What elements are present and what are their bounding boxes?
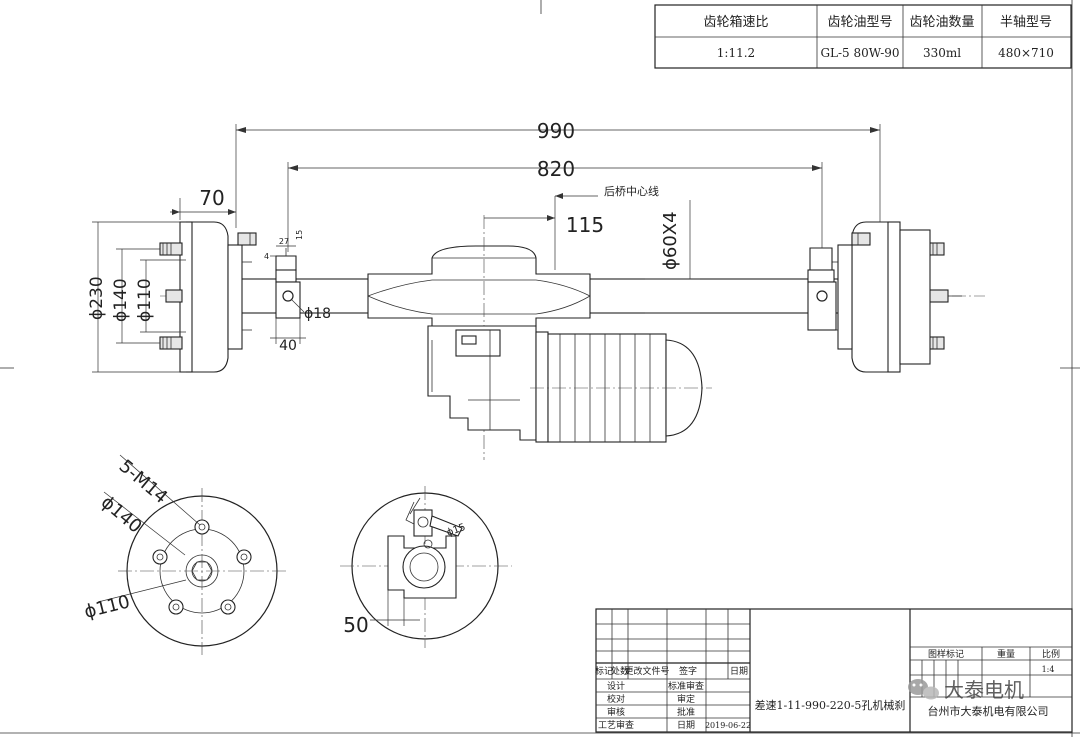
tb-label-mark: 标记 <box>595 665 613 677</box>
tb-drawing-name: 差速1-11-990-220-5孔机械刹 <box>755 698 906 712</box>
dim-70: 70 <box>170 186 236 220</box>
tb-approve-final: 审定 <box>677 693 695 705</box>
watermark: 大泰电机 <box>908 678 1024 702</box>
spec-header-oil-type: 齿轮油型号 <box>827 15 892 30</box>
hub-bolt-group <box>152 519 252 615</box>
tb-standard: 标准审查 <box>668 680 704 692</box>
small-dim-27: 27 <box>279 237 289 246</box>
dim-990-label: 990 <box>537 119 575 143</box>
tb-label-change: 更改文件号 <box>624 665 669 677</box>
tb-pattern-mark: 图样标记 <box>928 648 964 660</box>
dim-40: 40 <box>270 318 306 354</box>
tb-process: 工艺审查 <box>598 719 634 731</box>
hub-dia-140-label: ϕ140 <box>111 278 131 322</box>
gearbox <box>427 325 537 441</box>
tb-scale-value: 1:4 <box>1042 665 1055 674</box>
small-dim-15: 15 <box>295 230 304 240</box>
hub-dia-230-label: ϕ230 <box>87 276 107 320</box>
dim-115: 115 后桥中心线 <box>484 184 659 270</box>
spec-header-ratio: 齿轮箱速比 <box>703 14 768 30</box>
tb-date-value: 2019-06-22 <box>705 721 751 730</box>
tb-date-label: 日期 <box>677 720 695 731</box>
tb-label-count: 处数 <box>611 665 629 677</box>
tb-weight: 重量 <box>997 648 1015 660</box>
axle-front-view: 990 820 70 115 后桥中心线 <box>87 119 985 460</box>
hub-dia-110-label: ϕ110 <box>135 278 155 322</box>
right-spring-seat <box>807 247 837 331</box>
dim-axle-tube: ϕ60X4 <box>645 200 700 314</box>
dim-70-label: 70 <box>199 186 224 210</box>
spec-table: 齿轮箱速比 齿轮油型号 齿轮油数量 半轴型号 1:11.2 GL-5 80W-9… <box>654 4 1072 69</box>
tb-label-sign: 签字 <box>679 665 697 677</box>
tb-approve: 批准 <box>677 706 695 718</box>
tb-ratio: 比例 <box>1042 648 1060 660</box>
title-block: 标记 处数 更改文件号 签字 日期 设计 校对 审核 工艺审查 标准审查 审定 … <box>595 608 1073 733</box>
motor <box>530 331 712 443</box>
wechat-icon <box>908 679 939 700</box>
dim-hub-diameters: ϕ230 ϕ140 ϕ110 <box>87 221 186 373</box>
spec-value-halfshaft: 480×710 <box>998 46 1054 60</box>
center-line-label: 后桥中心线 <box>604 184 659 198</box>
dim-820: 820 <box>287 157 823 252</box>
spec-value-oil-type: GL-5 80W-90 <box>820 46 899 60</box>
differential-housing <box>367 215 591 460</box>
tb-company: 台州市大泰机电有限公司 <box>928 704 1049 718</box>
spec-header-halfshaft: 半轴型号 <box>1000 15 1052 30</box>
spec-value-oil-qty: 330ml <box>923 46 961 60</box>
tb-proofread: 校对 <box>607 693 625 705</box>
tb-design: 设计 <box>607 680 625 692</box>
tb-label-date: 日期 <box>730 666 748 677</box>
left-spring-seat <box>275 248 301 319</box>
left-stud-group <box>159 242 183 350</box>
section-dim-50: 50 <box>343 613 368 637</box>
watermark-text: 大泰电机 <box>944 678 1024 702</box>
dim-820-label: 820 <box>537 157 575 181</box>
small-dim-4: 4 <box>264 252 269 261</box>
spec-header-oil-qty: 齿轮油数量 <box>909 15 974 30</box>
dim-990: 990 <box>235 119 881 228</box>
spec-value-ratio: 1:11.2 <box>717 46 755 60</box>
tb-review: 审核 <box>607 706 625 718</box>
seat-width-label: 40 <box>279 338 297 354</box>
right-stud-group <box>899 229 962 365</box>
axle-tube-label: ϕ60X4 <box>660 211 681 270</box>
dim-115-label: 115 <box>566 213 604 237</box>
bolt-hole-label: ϕ18 <box>304 306 331 322</box>
section-view: 50 ϕ15 <box>340 486 512 648</box>
